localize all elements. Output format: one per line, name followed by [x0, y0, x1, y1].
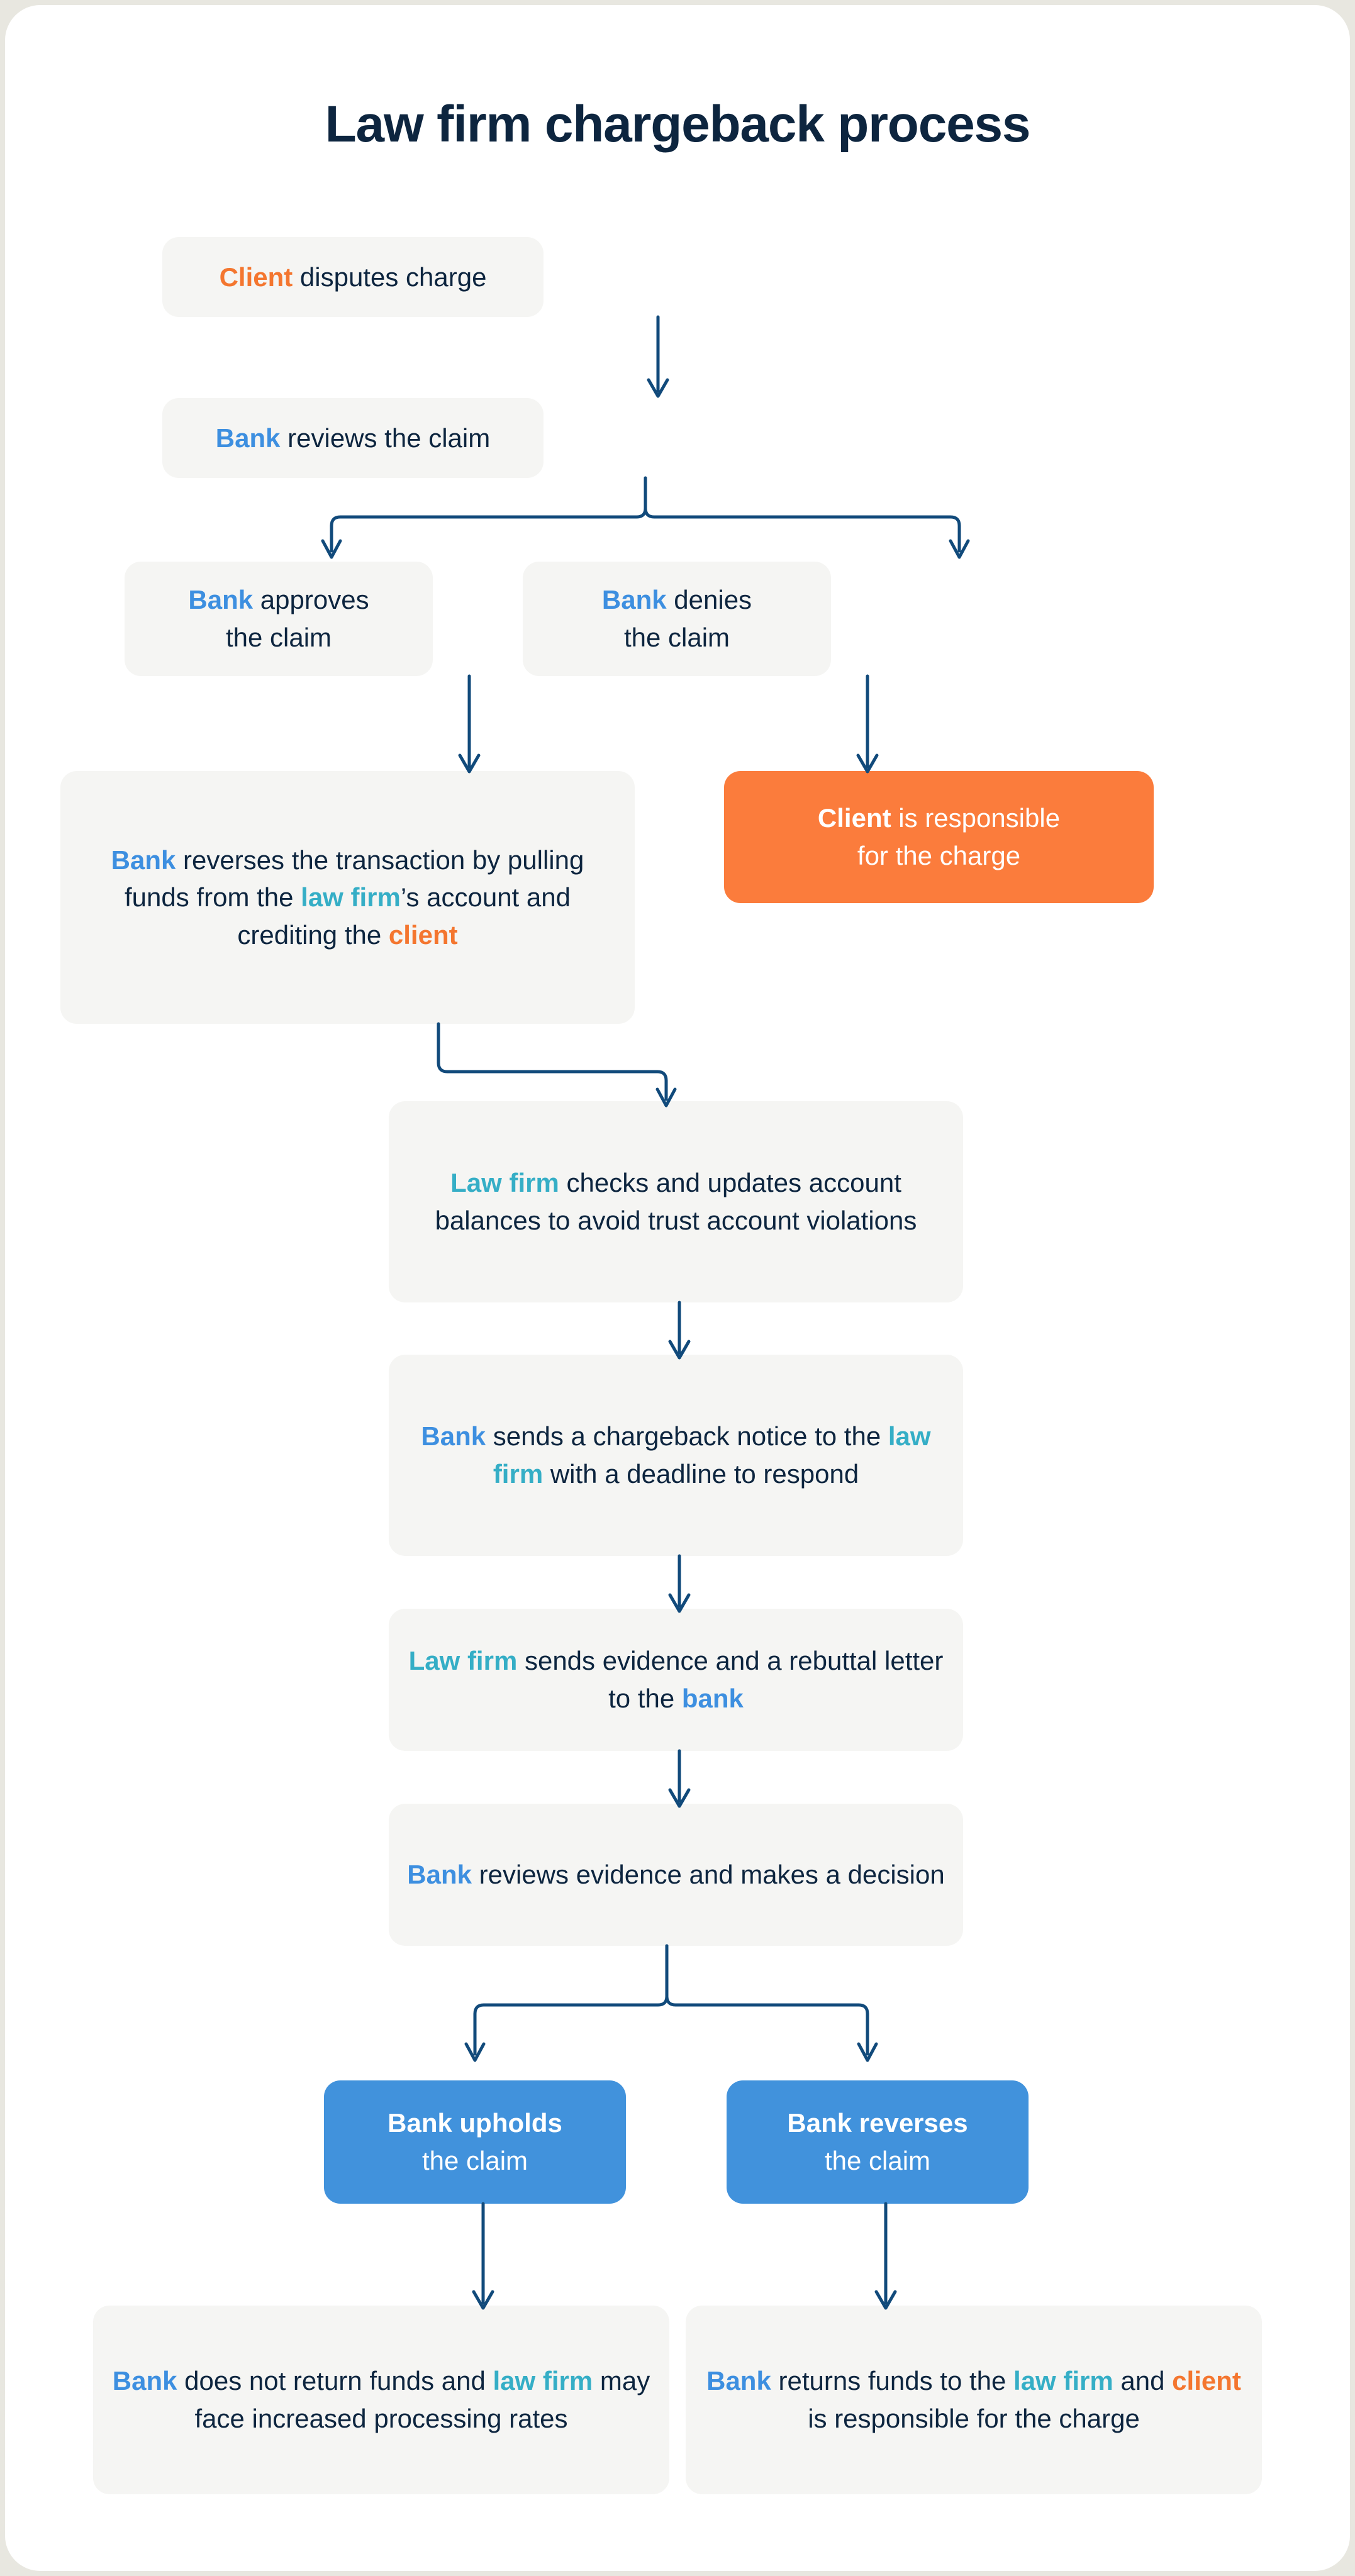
node-label: Bank does not return funds and law firm … [112, 2366, 650, 2433]
connector-arrow-down [873, 2202, 898, 2314]
node-label: Bank reviews evidence and makes a decisi… [407, 1860, 945, 1890]
node-bank-sends-chargeback-notice: Bank sends a chargeback notice to the la… [389, 1355, 963, 1556]
connector-arrow-down [667, 1301, 692, 1362]
page-title: Law firm chargeback process [325, 96, 1031, 153]
node-client-disputes-charge: Client disputes charge [162, 237, 544, 317]
flowchart-card: Law firm chargeback process Client dispu… [5, 5, 1350, 2571]
node-bank-does-not-return-funds: Bank does not return funds and law firm … [93, 2306, 669, 2494]
connector-arrow-down [855, 674, 880, 777]
connector-split-approve-deny [321, 476, 995, 566]
connector-arrow-down [667, 1749, 692, 1811]
connector-elbow-right [428, 1022, 693, 1112]
connector-arrow-down [667, 1554, 692, 1616]
connector-arrow-down [457, 674, 482, 777]
node-law-firm-checks-balances: Law firm checks and updates account bala… [389, 1101, 963, 1302]
connector-arrow-down [471, 2202, 496, 2314]
node-label: Bank reviews the claim [215, 423, 491, 453]
node-bank-reviews-claim: Bank reviews the claim [162, 398, 544, 478]
connector-split-uphold-reverse [464, 1944, 893, 2090]
node-label: Bank returns funds to the law firm and c… [706, 2366, 1241, 2433]
node-label: Bank sends a chargeback notice to the la… [421, 1421, 931, 1489]
node-label: Bank reverses the transaction by pulling… [111, 845, 584, 950]
node-bank-reviews-evidence: Bank reviews evidence and makes a decisi… [389, 1804, 963, 1946]
node-bank-reverses-transaction: Bank reverses the transaction by pulling… [60, 771, 635, 1024]
connector-arrow-down [645, 315, 671, 400]
node-label: Client disputes charge [219, 262, 487, 292]
node-law-firm-sends-evidence: Law firm sends evidence and a rebuttal l… [389, 1609, 963, 1751]
node-bank-returns-funds: Bank returns funds to the law firm and c… [686, 2306, 1262, 2494]
node-label: Law firm sends evidence and a rebuttal l… [408, 1646, 944, 1713]
node-label: Law firm checks and updates account bala… [435, 1168, 917, 1235]
